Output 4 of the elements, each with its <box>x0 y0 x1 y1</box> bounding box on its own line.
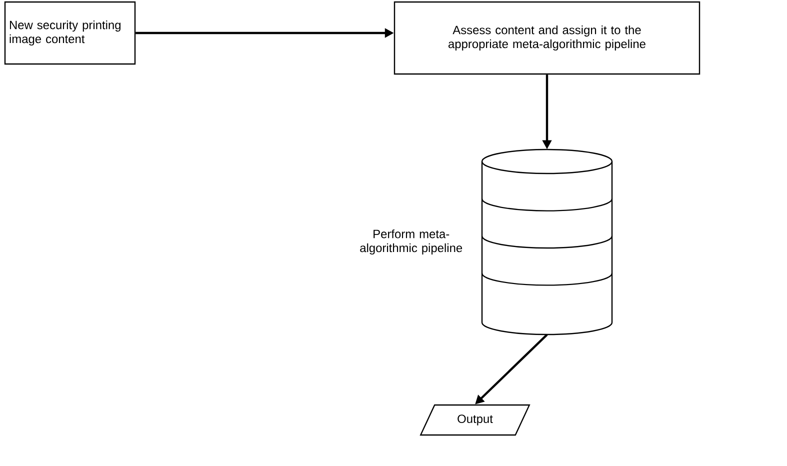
beside-label: Perform meta-algorithmic pipeline <box>360 229 462 255</box>
process-box: New security printing image content <box>4 1 136 65</box>
process-box: Assess content and assign it to the appropriate meta-algorithmic pipeline <box>394 1 700 75</box>
cylinder-stack <box>481 148 613 336</box>
